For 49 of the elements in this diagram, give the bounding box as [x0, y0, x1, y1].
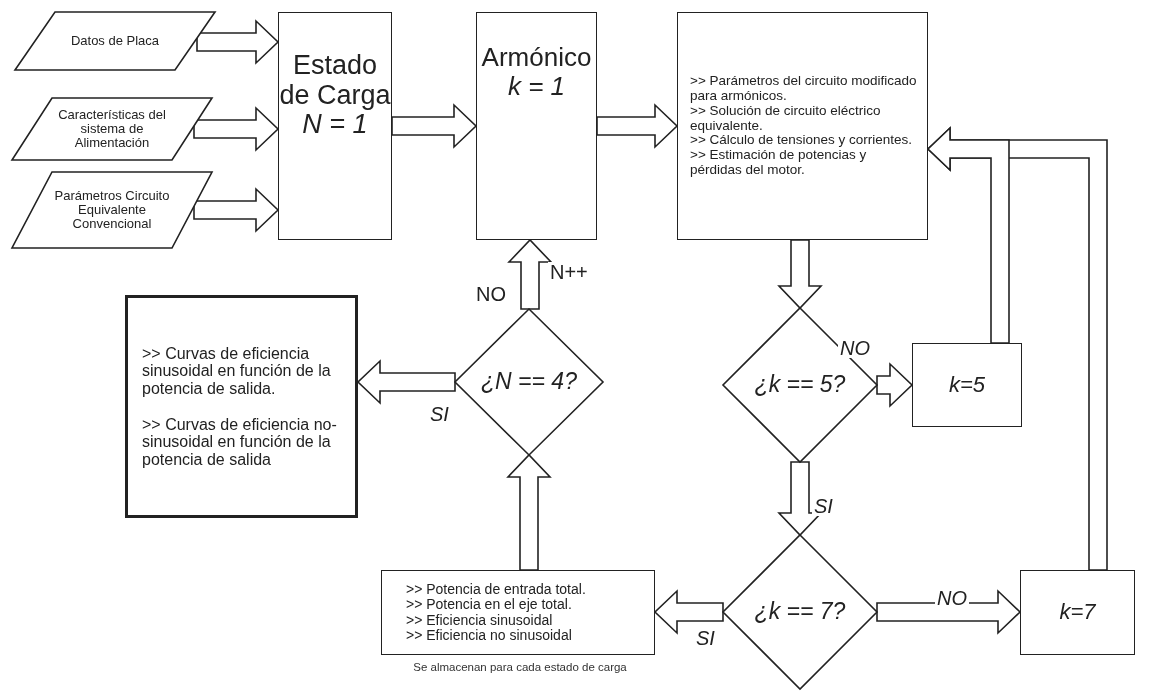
block-arrow	[876, 589, 1022, 635]
node-text: Estado de Carga	[279, 51, 391, 111]
process-box	[476, 12, 597, 240]
node-text: k=7	[1059, 600, 1096, 625]
edge-label: SI	[428, 404, 451, 424]
process-box	[278, 12, 392, 240]
node-text: Características del sistema de Alimentación	[57, 107, 167, 151]
branch-label: NO	[474, 284, 508, 304]
block-arrow	[596, 103, 679, 149]
node-text: >> Potencia en el eje total.	[406, 597, 572, 613]
block-arrow	[876, 362, 914, 408]
node-text: Datos de Placa	[70, 33, 160, 49]
block-arrow	[356, 359, 456, 405]
block-arrow	[193, 106, 280, 152]
node-text: >> Curvas de eficiencia sinusoidal en función de la potencia de salida.	[142, 344, 332, 398]
process-box	[381, 570, 655, 655]
process-box	[912, 343, 1022, 427]
block-arrow	[193, 187, 280, 233]
node-text: >> Solución de circuito eléctrico equivalente.	[690, 103, 882, 134]
node-text: k = 1	[507, 71, 566, 101]
node-text: >> Estimación de potencias y pérdidas del motor.	[690, 148, 868, 178]
node-text: Parámetros Circuito Equivalente Convencional	[53, 188, 171, 232]
edge-label: SI	[694, 628, 717, 648]
block-arrow	[196, 19, 280, 65]
node-text: >> Potencia de entrada total.	[406, 581, 586, 598]
process-box	[677, 12, 928, 240]
block-arrow	[506, 453, 552, 571]
block-arrow	[653, 589, 724, 635]
block-arrow	[777, 239, 823, 310]
node-text: N = 1	[302, 110, 368, 141]
decision-text: ¿k == 5?	[754, 372, 846, 398]
node-text: >> Eficiencia no sinusoidal	[406, 627, 572, 644]
process-box	[125, 295, 358, 518]
node-text: >> Curvas de eficiencia no-sinusoidal en función de la potencia de salida	[142, 415, 338, 469]
node-text: k=5	[948, 372, 986, 398]
edge-label: NO	[838, 338, 872, 358]
node-text: >> Cálculo de tensiones y corrientes.	[690, 133, 913, 149]
edge-label: NO	[935, 588, 969, 608]
node-text: >> Eficiencia sinusoidal	[406, 612, 553, 628]
block-arrow	[926, 126, 1010, 344]
block-arrow	[507, 238, 553, 310]
node-text: >> Parámetros del circuito modificado para armónicos.	[690, 74, 918, 104]
node-text: Armónico	[481, 43, 592, 72]
block-arrow	[391, 103, 478, 149]
decision-text: ¿N == 4?	[481, 369, 577, 395]
decision-text: ¿k == 7?	[754, 599, 846, 625]
edge-label: SI	[812, 496, 835, 516]
edge-label: N++	[548, 262, 590, 282]
process-box	[1020, 570, 1135, 655]
